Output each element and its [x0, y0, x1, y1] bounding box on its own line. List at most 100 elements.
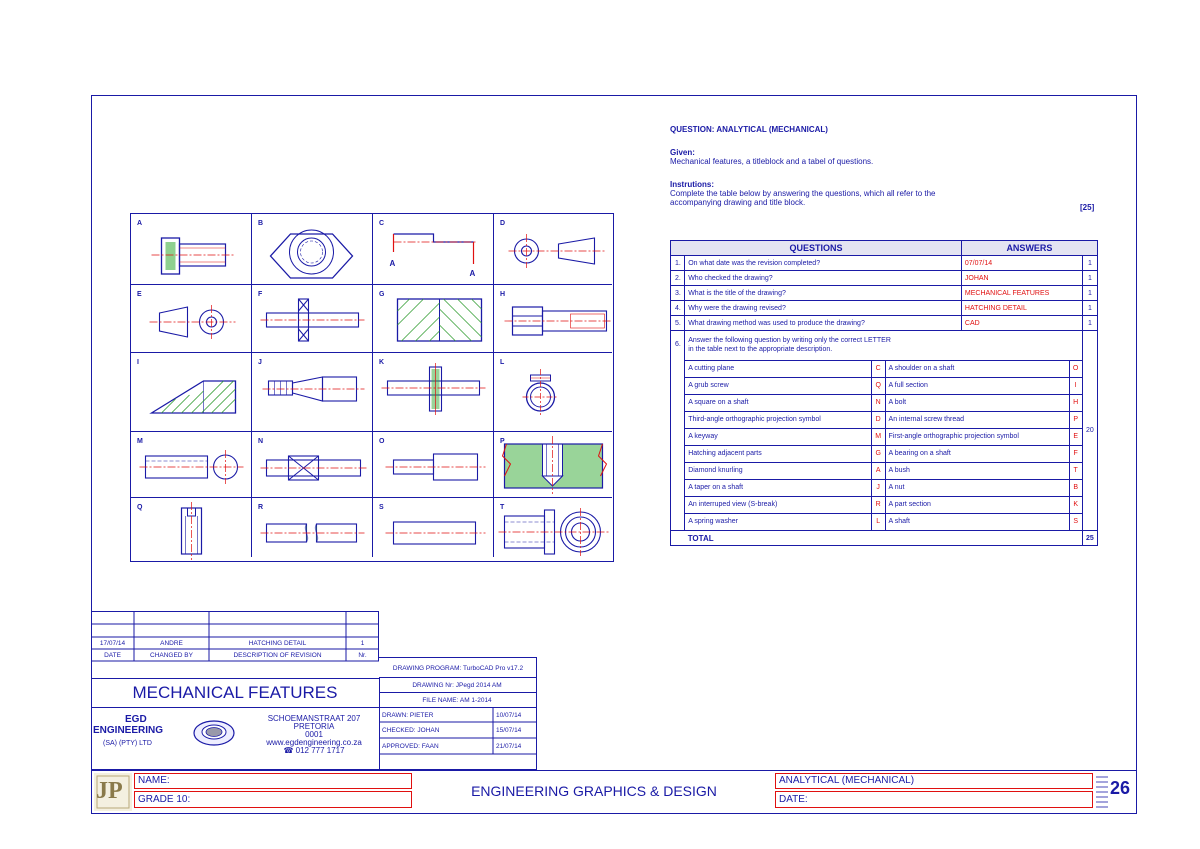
match-letter-right[interactable]: K — [1068, 495, 1082, 514]
match-letter-left[interactable]: C — [870, 359, 886, 378]
feature-cell-r: R — [252, 498, 373, 557]
match-letter-left[interactable]: N — [870, 393, 886, 412]
feature-label: S — [379, 504, 384, 511]
feature-drawing-p — [501, 436, 608, 494]
feature-drawing-k — [381, 363, 486, 415]
header-nr: Nr. — [358, 651, 367, 659]
header-changed-by: CHANGED BY — [150, 651, 193, 659]
mark: 1 — [1081, 300, 1099, 316]
match-row: Third-angle orthographic projection symb… — [685, 410, 1082, 429]
row-number: 3. — [669, 285, 686, 301]
rev-description: HATCHING DETAIL — [248, 639, 307, 647]
total-marks: [25] — [1080, 203, 1095, 212]
answer-text[interactable]: CAD — [960, 315, 1083, 331]
feature-drawing-g — [396, 298, 483, 342]
feature-drawing-f — [260, 298, 365, 342]
subject-title: ENGINEERING GRAPHICS & DESIGN — [471, 783, 717, 799]
match-letter-right[interactable]: T — [1068, 461, 1082, 480]
feature-cell-h: H — [494, 285, 612, 353]
answer-text[interactable]: JOHAN — [960, 270, 1083, 286]
page-number: 26 — [1110, 778, 1131, 798]
question-text: On what date was the revision completed? — [684, 255, 962, 271]
feature-drawing-a — [151, 237, 236, 275]
answer-text[interactable]: MECHANICAL FEATURES — [960, 285, 1083, 301]
match-desc-right: A shoulder on a shaft — [884, 359, 1070, 378]
match-letter-left[interactable]: A — [870, 461, 886, 480]
feature-drawing-s — [385, 521, 486, 545]
company-block: EGD ENGINEERING (SA) (PTY) LTD SCHOEMANS… — [91, 707, 380, 770]
row-number: 2. — [669, 270, 686, 286]
feature-drawing-o — [385, 453, 486, 481]
match-letter-left[interactable]: M — [870, 427, 886, 446]
row-number: 6. — [669, 330, 686, 531]
feature-cell-g: G — [373, 285, 494, 353]
feature-cell-d: D — [494, 214, 612, 285]
feature-drawing-l — [522, 369, 559, 417]
feature-cell-k: K — [373, 353, 494, 432]
match-letter-left[interactable]: J — [870, 478, 886, 497]
website[interactable]: www.egdengineering.co.za — [266, 738, 362, 747]
feature-cell-f: F — [252, 285, 373, 353]
questions-header: QUESTIONS — [670, 240, 962, 256]
match-letter-left[interactable]: L — [870, 512, 886, 530]
feature-drawing-h — [504, 306, 611, 336]
feature-label: E — [137, 291, 142, 298]
feature-label: F — [258, 291, 263, 298]
company-name-2: ENGINEERING — [93, 725, 164, 736]
feature-cell-a: A — [131, 214, 252, 285]
table-row: 2. Who checked the drawing? JOHAN 1 — [669, 270, 1099, 286]
feature-cell-t: T — [494, 498, 612, 557]
address-block: SCHOEMANSTRAAT 207 PRETORIA 0001 www.egd… — [251, 715, 377, 755]
table-header-row: QUESTIONS ANSWERS — [670, 240, 1099, 256]
question-title: QUESTION: ANALYTICAL (MECHANICAL) — [670, 125, 828, 134]
feature-cell-i: I — [131, 353, 252, 432]
match-letter-left[interactable]: R — [870, 495, 886, 514]
feature-drawing-b — [269, 229, 354, 279]
match-desc-left: Third-angle orthographic projection symb… — [685, 410, 872, 429]
match-letter-left[interactable]: G — [870, 444, 886, 463]
q6-line-2: in the table next to the appropriate des… — [688, 346, 833, 354]
feature-cell-q: Q — [131, 498, 252, 560]
revision-grid-lines — [91, 611, 379, 662]
question-6-row: 6. Answer the following question by writ… — [669, 330, 1099, 531]
match-letter-right[interactable]: E — [1068, 427, 1082, 446]
match-letter-right[interactable]: F — [1068, 444, 1082, 463]
match-letter-right[interactable]: H — [1068, 393, 1082, 412]
name-field[interactable]: NAME: — [134, 773, 412, 789]
feature-drawing-j — [262, 376, 365, 402]
feature-label: N — [258, 438, 264, 445]
revision-block: 17/07/14 ANDRE HATCHING DETAIL 1 DATE CH… — [91, 611, 379, 678]
answer-text[interactable]: HATCHING DETAIL — [960, 300, 1083, 316]
footer-strip — [91, 770, 1137, 814]
q6-mark: 20 — [1081, 330, 1099, 531]
questions-table: QUESTIONS ANSWERS 1. On what date was th… — [669, 240, 1099, 546]
instructions-line-1: Complete the table below by answering th… — [670, 189, 936, 198]
match-letter-right[interactable]: I — [1068, 376, 1082, 395]
feature-drawing-n — [260, 455, 367, 481]
match-letter-right[interactable]: P — [1068, 410, 1082, 429]
match-letter-left[interactable]: Q — [870, 376, 886, 395]
match-letter-left[interactable]: D — [870, 410, 886, 429]
phone-row: ☎ 012 777 1717 — [251, 747, 377, 755]
topic-field: ANALYTICAL (MECHANICAL) — [775, 773, 1093, 789]
grade-field[interactable]: GRADE 10: — [134, 791, 412, 808]
phone-number: 012 777 1717 — [295, 746, 345, 755]
match-letter-right[interactable]: O — [1068, 359, 1082, 378]
feature-cell-n: N — [252, 432, 373, 498]
table-row: 1. On what date was the revision complet… — [669, 255, 1099, 271]
answer-text[interactable]: 07/07/14 — [960, 255, 1083, 271]
match-desc-left: A keyway — [685, 427, 872, 446]
copyright-stamp — [1096, 773, 1108, 809]
date-field[interactable]: DATE: — [775, 791, 1093, 808]
match-letter-right[interactable]: S — [1068, 512, 1082, 530]
total-label: TOTAL — [684, 530, 1083, 546]
feature-cell-e: E — [131, 285, 252, 353]
match-letter-right[interactable]: B — [1068, 478, 1082, 497]
rev-date: 17/07/14 — [99, 639, 126, 647]
